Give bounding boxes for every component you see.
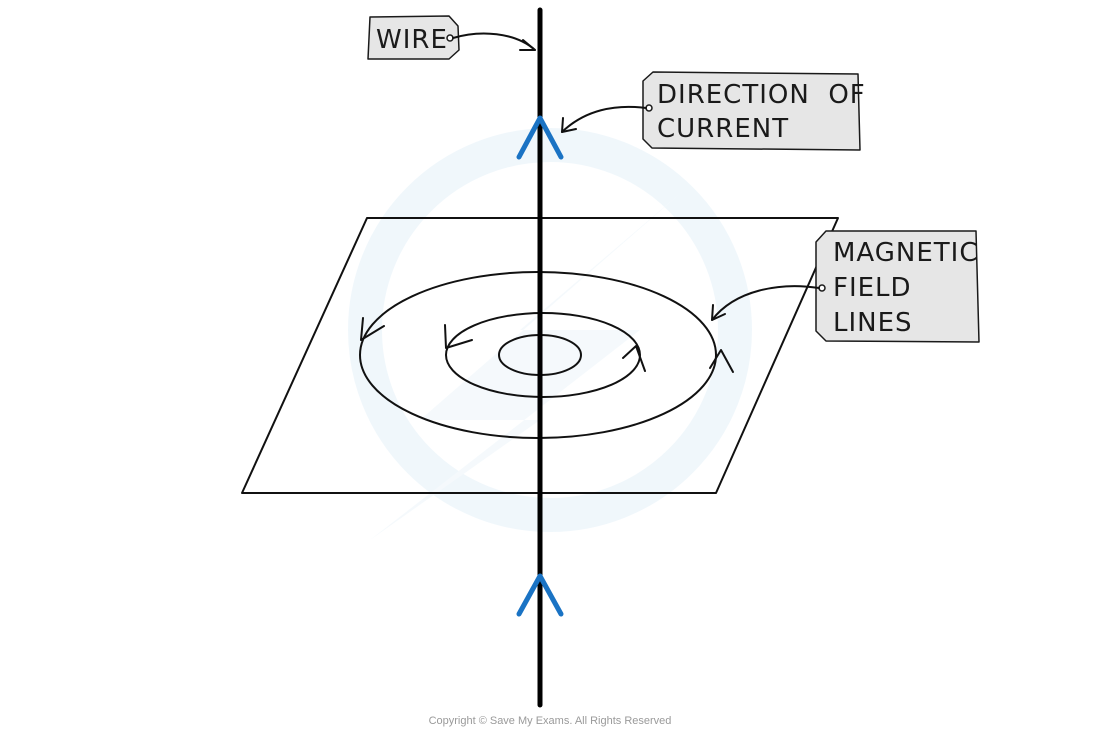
current-arrows bbox=[516, 115, 564, 617]
plane bbox=[241, 217, 839, 494]
current-label: DIRECTION OF CURRENT bbox=[561, 71, 866, 151]
watermark-logo bbox=[348, 128, 752, 540]
field-arrow-outer-left bbox=[360, 317, 385, 341]
wire-pointer-head bbox=[519, 39, 536, 51]
field-arrow-outer-right bbox=[709, 349, 734, 373]
field-label-line1: MAGNETIC bbox=[833, 238, 979, 268]
field-pointer-head bbox=[711, 304, 726, 321]
current-label-line1: DIRECTION OF bbox=[657, 80, 866, 110]
wire-label: WIRE bbox=[367, 15, 536, 60]
current-tag bbox=[642, 71, 861, 151]
wire-pointer bbox=[452, 32, 536, 51]
current-pointer bbox=[561, 105, 647, 133]
field-tag bbox=[815, 230, 980, 343]
current-pointer-head bbox=[561, 117, 577, 133]
wire-label-text: WIRE bbox=[376, 25, 448, 55]
field-label-line3: LINES bbox=[833, 308, 913, 338]
copyright-text: Copyright © Save My Exams. All Rights Re… bbox=[429, 715, 672, 727]
field-pointer bbox=[711, 285, 820, 321]
field-label-line2: FIELD bbox=[833, 273, 912, 303]
field-label: MAGNETIC FIELD LINES bbox=[711, 230, 980, 343]
field-direction-arrows bbox=[360, 317, 734, 373]
field-arrow-middle-right bbox=[622, 345, 646, 372]
field-arrow-middle-left bbox=[444, 324, 473, 349]
wire-tag bbox=[367, 15, 460, 60]
current-arrow-bottom bbox=[516, 573, 564, 617]
current-arrow-top bbox=[516, 115, 564, 160]
current-label-line2: CURRENT bbox=[657, 114, 789, 144]
